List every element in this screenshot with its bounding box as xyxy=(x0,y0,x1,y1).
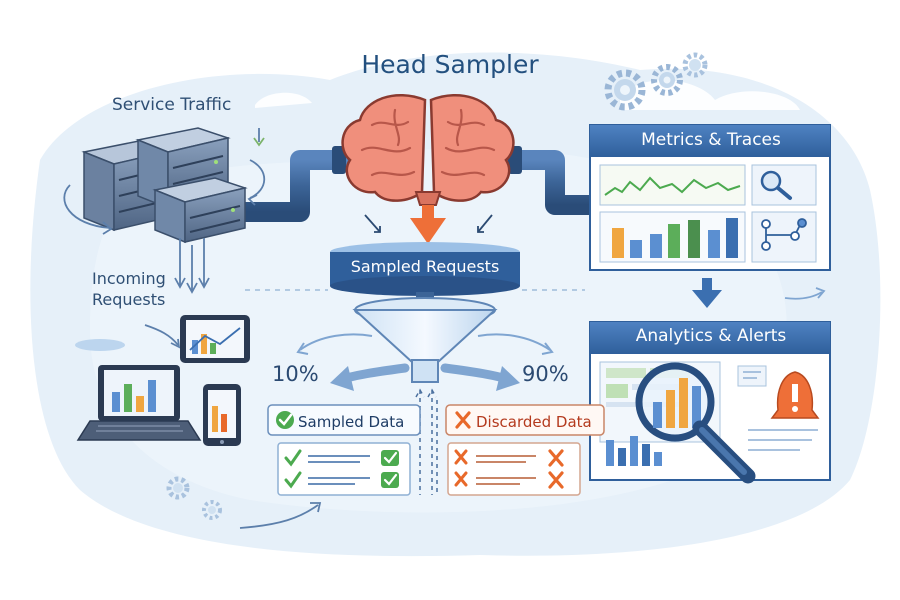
arrow-down-to-analytics xyxy=(692,278,722,308)
check-icon xyxy=(381,450,399,466)
gear-icon xyxy=(651,64,683,96)
check-icon xyxy=(276,411,294,429)
pipe-left xyxy=(245,146,350,222)
check-icon xyxy=(284,471,302,489)
alert-bell-icon xyxy=(770,371,820,419)
funnel-icon xyxy=(352,297,498,383)
traffic-loop-arrows xyxy=(63,128,266,235)
shadow-blob xyxy=(75,339,125,351)
incoming-requests-line1: Incoming xyxy=(92,269,166,288)
brain-icon xyxy=(341,93,515,206)
magnifier-icon xyxy=(760,170,792,200)
discarded-rate-label: 90% xyxy=(522,362,569,386)
cross-icon xyxy=(454,471,468,487)
check-icon xyxy=(381,472,399,488)
service-traffic-label: Service Traffic xyxy=(112,95,232,115)
phone-icon xyxy=(203,384,241,446)
split-arrow-right xyxy=(440,363,520,391)
server-rack-icon xyxy=(81,127,248,244)
sampled-data-label: Sampled Data xyxy=(298,413,405,431)
curved-arrow-left xyxy=(296,333,373,355)
arrow-orange-down xyxy=(410,205,446,244)
gear-icon xyxy=(604,69,646,111)
inflow-arrows xyxy=(364,214,493,233)
incoming-requests-label: Incoming Requests xyxy=(92,268,166,310)
check-icon xyxy=(284,449,302,467)
tablet-icon xyxy=(180,315,250,363)
cross-icon xyxy=(548,471,564,489)
cross-icon xyxy=(548,449,564,467)
gear-icon xyxy=(166,476,190,500)
gear-icon xyxy=(202,500,222,520)
sampled-requests-banner xyxy=(330,242,520,296)
incoming-requests-line2: Requests xyxy=(92,290,166,309)
metrics-traces-panel xyxy=(589,124,831,271)
network-nodes-icon xyxy=(761,218,807,251)
sampled-requests-label: Sampled Requests xyxy=(350,257,500,276)
diagram-title: Head Sampler xyxy=(361,50,539,79)
discarded-data-card xyxy=(445,404,605,496)
cross-icon xyxy=(455,411,471,429)
cross-icon xyxy=(454,449,468,465)
analytics-alerts-title: Analytics & Alerts xyxy=(635,326,787,346)
curved-arrow-right xyxy=(477,333,554,355)
incoming-arrows xyxy=(144,238,210,349)
sampled-rate-label: 10% xyxy=(272,362,319,386)
magnifier-icon xyxy=(635,362,756,484)
sampled-data-card xyxy=(267,404,421,496)
metrics-traces-title: Metrics & Traces xyxy=(641,130,781,150)
bottom-sweep-arrow xyxy=(239,502,322,529)
analytics-alerts-panel xyxy=(589,321,831,484)
side-decor-arrow xyxy=(784,287,826,300)
gear-icon xyxy=(682,52,708,78)
laptop-icon xyxy=(76,365,202,441)
discarded-data-label: Discarded Data xyxy=(476,413,592,431)
split-arrow-left xyxy=(330,363,410,391)
